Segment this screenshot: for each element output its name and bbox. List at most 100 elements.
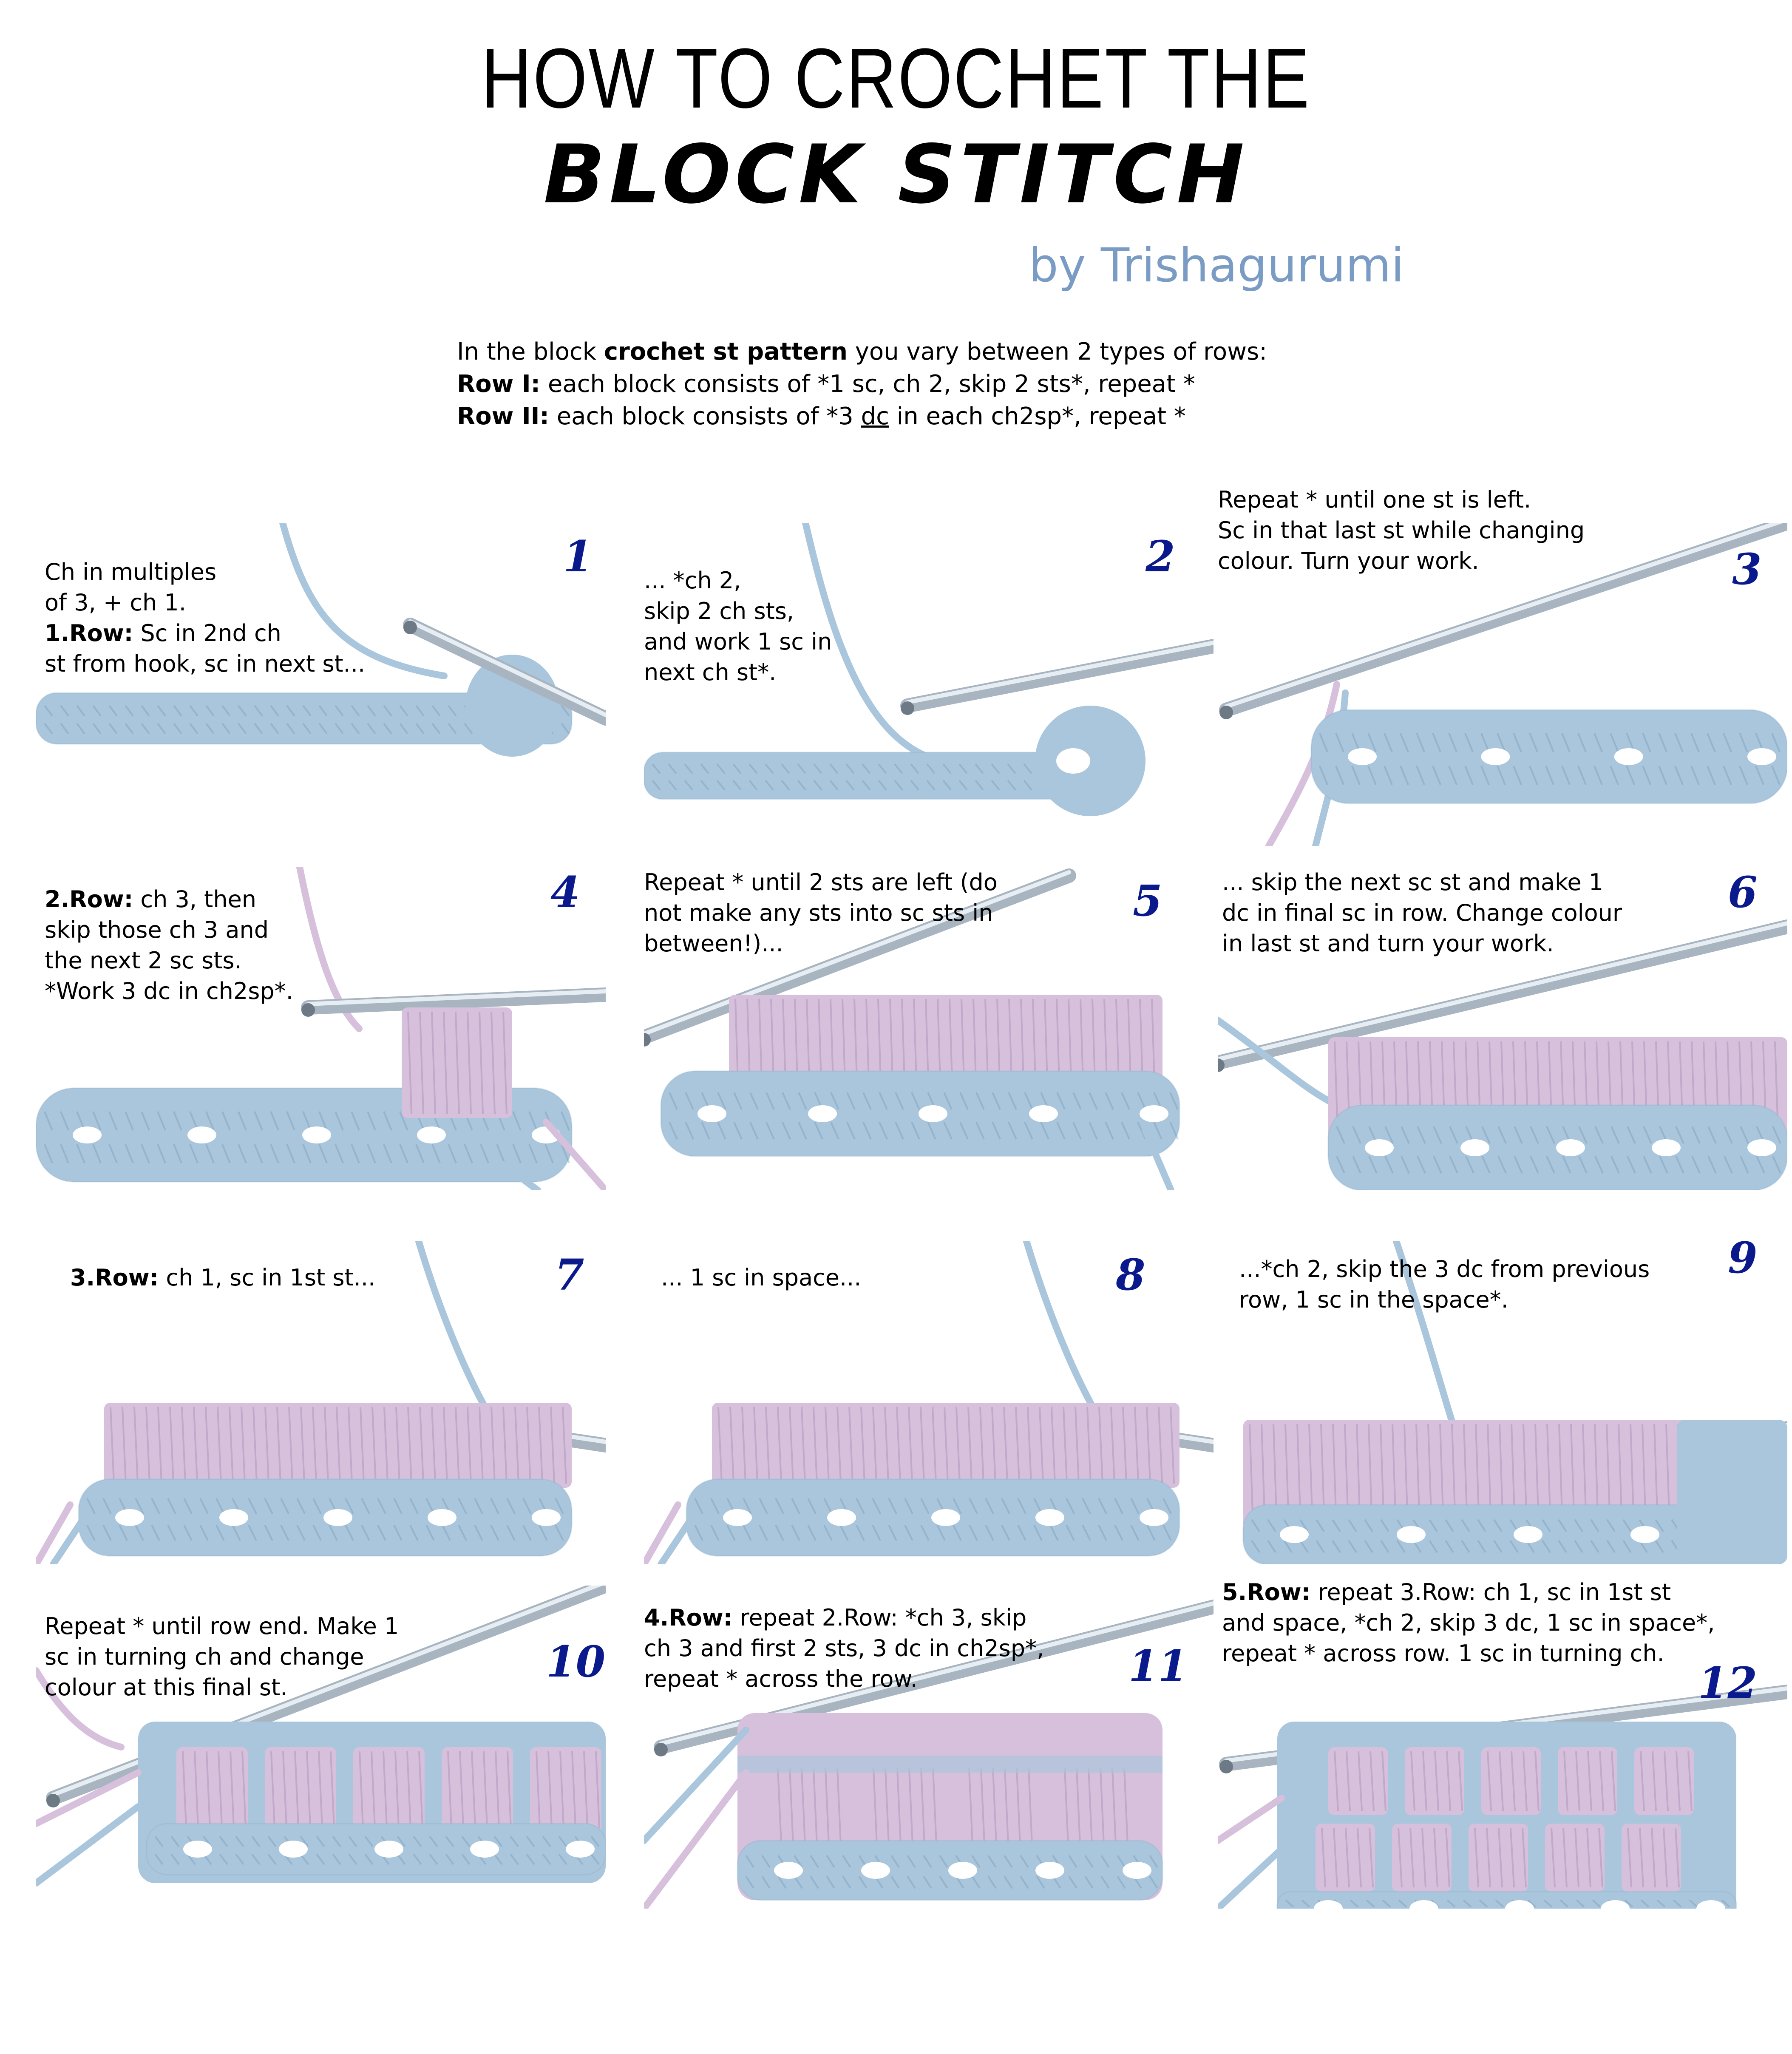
title-line-2: BLOCK STITCH <box>543 128 1249 221</box>
caption-line: colour. Turn your work. <box>1218 546 1585 576</box>
chain-space <box>1630 1526 1659 1543</box>
chain-space <box>1747 748 1776 765</box>
caption-line: 1.Row: Sc in 2nd ch <box>45 618 365 649</box>
byline: by Trishagurumi <box>1029 238 1404 292</box>
caption-text: ... skip the next sc st and make 1 <box>1222 869 1604 896</box>
chain-space <box>73 1126 102 1143</box>
yarn-strand <box>644 1769 749 1909</box>
intro-text-span: each block consists of *3 <box>549 403 861 430</box>
dc-block <box>1558 1747 1617 1815</box>
step-photo-3 <box>1219 523 1787 846</box>
yarn-strand <box>1142 1127 1174 1190</box>
chain-space <box>1652 1139 1681 1156</box>
dc-block <box>1316 1824 1375 1892</box>
caption-text: and space, *ch 2, skip 3 dc, 1 sc in spa… <box>1222 1609 1715 1636</box>
step-number: 2 <box>1146 531 1175 582</box>
row-label: 4.Row: <box>644 1604 733 1631</box>
caption-line: between!)... <box>644 928 998 959</box>
step-photo-9 <box>1242 1241 1787 1564</box>
step-panel-8: ... 1 sc in space...8 <box>644 1241 1214 1564</box>
step-photo-6 <box>1218 919 1787 1190</box>
caption-text: ch 1, sc in 1st st... <box>159 1264 376 1291</box>
chain-space <box>1747 1139 1776 1156</box>
chain-space <box>931 1509 960 1526</box>
caption-line: 5.Row: repeat 3.Row: ch 1, sc in 1st st <box>1222 1577 1715 1608</box>
dc-block <box>104 1403 572 1488</box>
caption-text: skip 2 ch sts, <box>644 598 794 624</box>
dc-block <box>1622 1824 1681 1892</box>
step-caption: 3.Row: ch 1, sc in 1st st... <box>70 1262 375 1293</box>
crochet-hook-icon <box>403 618 606 726</box>
caption-line: in last st and turn your work. <box>1222 928 1622 959</box>
chain-space <box>1481 748 1510 765</box>
chain-space <box>1123 1862 1151 1879</box>
dc-block <box>1481 1747 1541 1815</box>
caption-line: repeat * across the row. <box>644 1664 1044 1694</box>
caption-text: the next 2 sc sts. <box>45 947 242 974</box>
caption-line: 3.Row: ch 1, sc in 1st st... <box>70 1262 375 1293</box>
chain-space <box>1029 1105 1058 1122</box>
chain-space <box>302 1126 331 1143</box>
chain-space <box>948 1862 977 1879</box>
crochet-hook-icon <box>644 868 1076 1047</box>
yarn-strand <box>1218 1795 1285 1844</box>
caption-line: ch 3 and first 2 sts, 3 dc in ch2sp*, <box>644 1633 1044 1664</box>
caption-line: ... skip the next sc st and make 1 <box>1222 867 1622 898</box>
step-panel-3: Repeat * until one st is left.Sc in that… <box>1218 486 1787 846</box>
dc-block <box>963 1764 1041 1849</box>
caption-text: sc in turning ch and change <box>45 1643 364 1670</box>
caption-text: ... *ch 2, <box>644 567 741 594</box>
caption-line: ...*ch 2, skip the 3 dc from previous <box>1239 1254 1650 1285</box>
caption-text: Repeat * until one st is left. <box>1218 486 1531 513</box>
caption-text: between!)... <box>644 930 783 957</box>
chain-space <box>1140 1105 1168 1122</box>
caption-line: *Work 3 dc in ch2sp*. <box>45 976 293 1007</box>
intro-bold-span: crochet st pattern <box>604 338 848 366</box>
step-photo-12 <box>1218 1685 1787 1909</box>
chain-space <box>219 1509 248 1526</box>
caption-line: row, 1 sc in the space*. <box>1239 1285 1650 1315</box>
caption-line: Ch in multiples <box>45 557 365 587</box>
caption-line: next ch st*. <box>644 657 832 688</box>
chain-space <box>1614 748 1643 765</box>
caption-line: 4.Row: repeat 2.Row: *ch 3, skip <box>644 1603 1044 1633</box>
dc-block <box>1634 1747 1694 1815</box>
caption-line: skip 2 ch sts, <box>644 596 832 627</box>
caption-text: repeat 3.Row: ch 1, sc in 1st st <box>1310 1579 1671 1606</box>
caption-line: sc in turning ch and change <box>45 1642 399 1672</box>
caption-text: colour. Turn your work. <box>1218 548 1479 574</box>
step-photo-2 <box>644 523 1214 816</box>
caption-line: 2.Row: ch 3, then <box>45 884 293 915</box>
intro-text: In the block crochet st pattern you vary… <box>457 336 1267 433</box>
step-photo-8 <box>644 1241 1214 1564</box>
intro-text-span: each block consists of *1 sc, ch 2, skip… <box>540 370 1195 398</box>
caption-text: in last st and turn your work. <box>1222 930 1554 957</box>
chain-space <box>1696 1900 1725 1909</box>
dc-block <box>265 1747 336 1832</box>
caption-line: dc in final sc in row. Change colour <box>1222 898 1622 928</box>
dc-block <box>1058 1764 1137 1849</box>
chain-space <box>774 1862 803 1879</box>
caption-line: Repeat * until one st is left. <box>1218 485 1585 515</box>
chain-space <box>1460 1139 1489 1156</box>
dc-block <box>442 1747 513 1832</box>
dc-block <box>867 1764 946 1849</box>
caption-line: Sc in that last st while changing <box>1218 515 1585 546</box>
intro-line-1: In the block crochet st pattern you vary… <box>457 336 1267 368</box>
caption-text: repeat * across row. 1 sc in turning ch. <box>1222 1640 1664 1667</box>
chain-space <box>808 1105 837 1122</box>
crochet-hook-icon <box>1219 523 1787 719</box>
step-number: 10 <box>546 1637 606 1687</box>
dc-block <box>1328 1747 1388 1815</box>
caption-text: Sc in 2nd ch <box>133 620 281 647</box>
caption-text: skip those ch 3 and <box>45 916 269 943</box>
caption-text: row, 1 sc in the space*. <box>1239 1286 1508 1313</box>
step-number: 7 <box>555 1250 584 1300</box>
caption-line: repeat * across row. 1 sc in turning ch. <box>1222 1638 1715 1669</box>
